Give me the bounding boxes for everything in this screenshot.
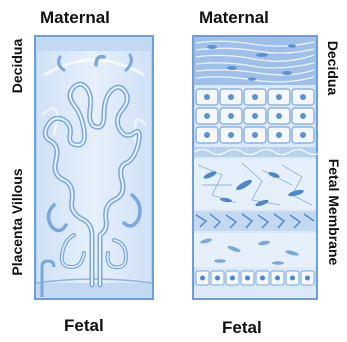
left-decidua-label: Decidua	[9, 33, 25, 99]
right-fetal-membrane-label: Fetal Membrane	[326, 142, 342, 282]
left-top-label: Maternal	[40, 8, 110, 28]
fetal-membrane-illustration	[192, 35, 318, 300]
placenta-villous-illustration	[34, 35, 154, 300]
left-bottom-label: Fetal	[64, 316, 104, 336]
right-bottom-label: Fetal	[222, 318, 262, 338]
left-placenta-villous-label: Placenta Villous	[9, 152, 25, 292]
right-top-label: Maternal	[199, 8, 269, 28]
right-decidua-label: Decidua	[325, 35, 341, 101]
